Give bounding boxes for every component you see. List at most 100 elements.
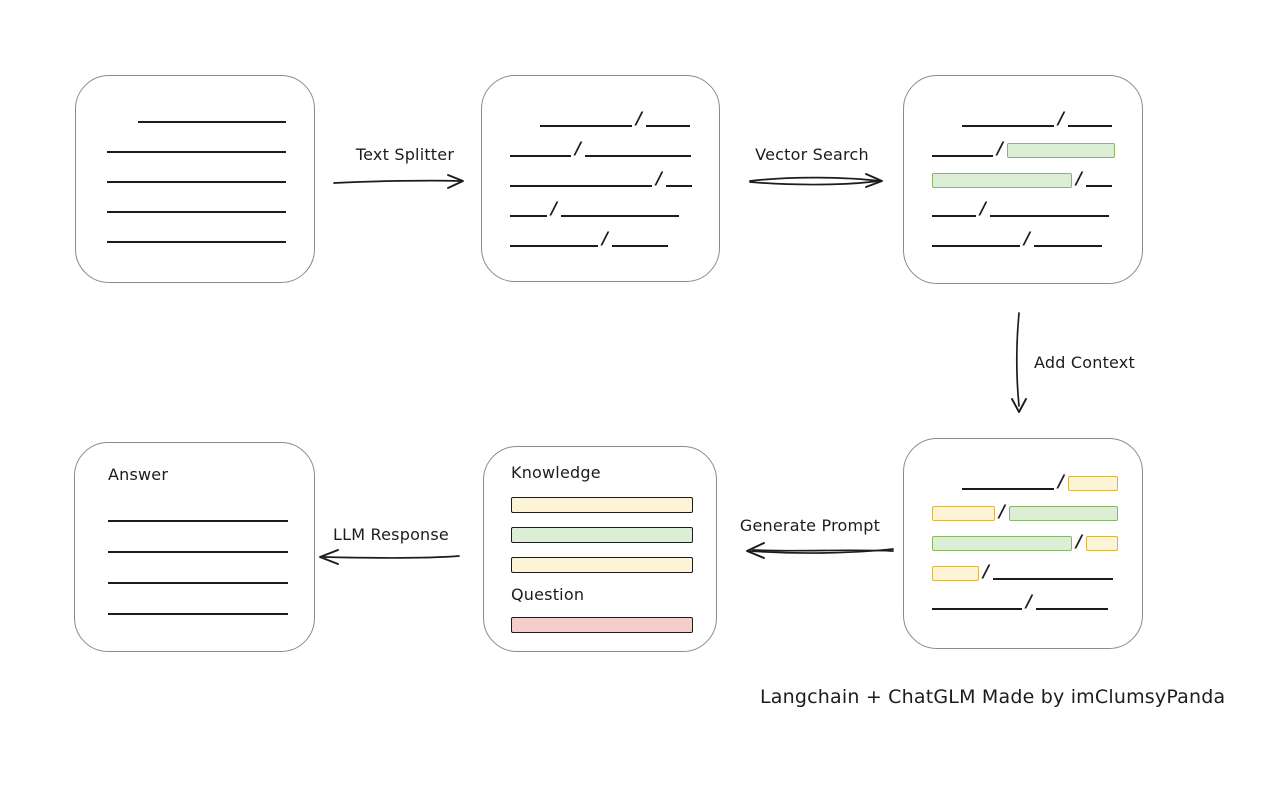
slash-separator: /	[983, 562, 990, 582]
generate-prompt-label: Generate Prompt	[739, 516, 881, 535]
text-line	[993, 574, 1114, 580]
chunk-row	[107, 136, 286, 154]
text-line	[1036, 604, 1109, 610]
slash-separator: /	[1058, 472, 1065, 492]
text-line	[612, 241, 669, 247]
text-line	[932, 211, 976, 217]
chunk-row: /	[932, 110, 1115, 128]
yellow-chunk-highlight	[1068, 476, 1119, 491]
matched-chunk-lines: / / / / /	[932, 110, 1116, 249]
source-document-node	[75, 75, 315, 283]
yellow-chunk-highlight	[1086, 536, 1119, 551]
llm-response-arrow	[319, 549, 460, 565]
chunk-row: /	[932, 503, 1119, 521]
text-line	[107, 147, 286, 153]
context-chunk-lines: / / / / /	[932, 472, 1119, 611]
text-line	[107, 177, 286, 183]
context-chunks-node: / / / / /	[903, 438, 1143, 649]
arrow-shaft	[333, 179, 461, 184]
text-line	[962, 121, 1054, 127]
indent-gap	[932, 490, 962, 491]
arrow-head	[447, 174, 464, 189]
generate-prompt-arrow	[746, 542, 894, 559]
arrow-head	[319, 549, 339, 565]
arrow-shaft	[323, 555, 460, 559]
add-context-label: Add Context	[1034, 353, 1135, 372]
slash-separator: /	[656, 169, 663, 189]
text-line	[666, 181, 693, 187]
text-splitter-label: Text Splitter	[355, 145, 455, 164]
chunk-row: /	[932, 532, 1119, 552]
slash-separator: /	[636, 109, 643, 129]
chunk-row: /	[932, 170, 1115, 188]
text-line	[108, 584, 288, 615]
split-chunks-node: / / / / /	[481, 75, 720, 282]
text-line	[108, 553, 288, 584]
indent-gap	[932, 127, 962, 128]
arrow-shaft	[748, 548, 894, 554]
text-line	[932, 604, 1022, 610]
green-bar	[511, 527, 693, 543]
vector-search-arrow	[749, 173, 883, 188]
slash-separator: /	[602, 229, 609, 249]
chunk-row: /	[510, 110, 692, 128]
chunk-row: /	[510, 140, 692, 158]
chunk-row: /	[932, 200, 1115, 218]
arrow-shaft-sketch	[749, 180, 879, 186]
slash-separator: /	[1024, 229, 1031, 249]
text-line	[510, 151, 571, 157]
chunk-row	[107, 226, 286, 244]
yellow-chunk-highlight	[932, 506, 995, 521]
chunk-row: /	[932, 593, 1118, 611]
arrow-shaft	[749, 176, 881, 182]
text-line	[1068, 121, 1113, 127]
text-line	[108, 522, 288, 553]
chunk-row: /	[932, 139, 1116, 159]
text-line	[1034, 241, 1103, 247]
question-heading: Question	[511, 585, 585, 604]
slash-separator: /	[551, 199, 558, 219]
answer-node: Answer	[74, 442, 315, 652]
text-line	[510, 211, 547, 217]
vector-search-label: Vector Search	[755, 145, 869, 164]
text-line	[510, 181, 652, 187]
question-bars	[511, 617, 693, 633]
yellow-chunk-highlight	[932, 566, 979, 581]
chunk-row: /	[510, 230, 692, 248]
yellow-bar	[511, 557, 693, 573]
green-chunk-highlight	[1007, 143, 1116, 158]
chunk-row: /	[510, 200, 692, 218]
yellow-bar	[511, 497, 693, 513]
slash-separator: /	[980, 199, 987, 219]
text-splitter-arrow	[333, 174, 464, 189]
text-line	[990, 211, 1110, 217]
indent-gap	[107, 123, 138, 124]
vector-matched-chunks-node: / / / / /	[903, 75, 1143, 284]
text-line	[1086, 181, 1113, 187]
text-line	[646, 121, 691, 127]
indent-gap	[510, 127, 540, 128]
prompt-node: Knowledge Question	[483, 446, 717, 652]
green-chunk-highlight	[932, 536, 1072, 551]
chunk-row: /	[510, 169, 693, 189]
chunk-row	[107, 106, 286, 124]
text-line	[107, 207, 286, 213]
green-chunk-highlight	[932, 173, 1072, 188]
arrow-shaft	[1015, 312, 1020, 407]
slash-separator: /	[997, 139, 1004, 159]
add-context-arrow	[1011, 312, 1027, 413]
chunk-text-lines: / / / / /	[510, 110, 693, 248]
arrow-head	[746, 542, 765, 559]
diagram-caption: Langchain + ChatGLM Made by imClumsyPand…	[760, 686, 1226, 708]
slash-separator: /	[575, 139, 582, 159]
text-line	[932, 241, 1020, 247]
green-chunk-highlight	[1009, 506, 1119, 521]
document-text-lines	[107, 106, 286, 244]
answer-content: Answer	[108, 465, 288, 615]
chunk-row: /	[932, 563, 1118, 581]
slash-separator: /	[1076, 532, 1083, 552]
text-line	[962, 484, 1054, 490]
answer-text-lines	[108, 491, 288, 615]
text-line	[932, 151, 993, 157]
